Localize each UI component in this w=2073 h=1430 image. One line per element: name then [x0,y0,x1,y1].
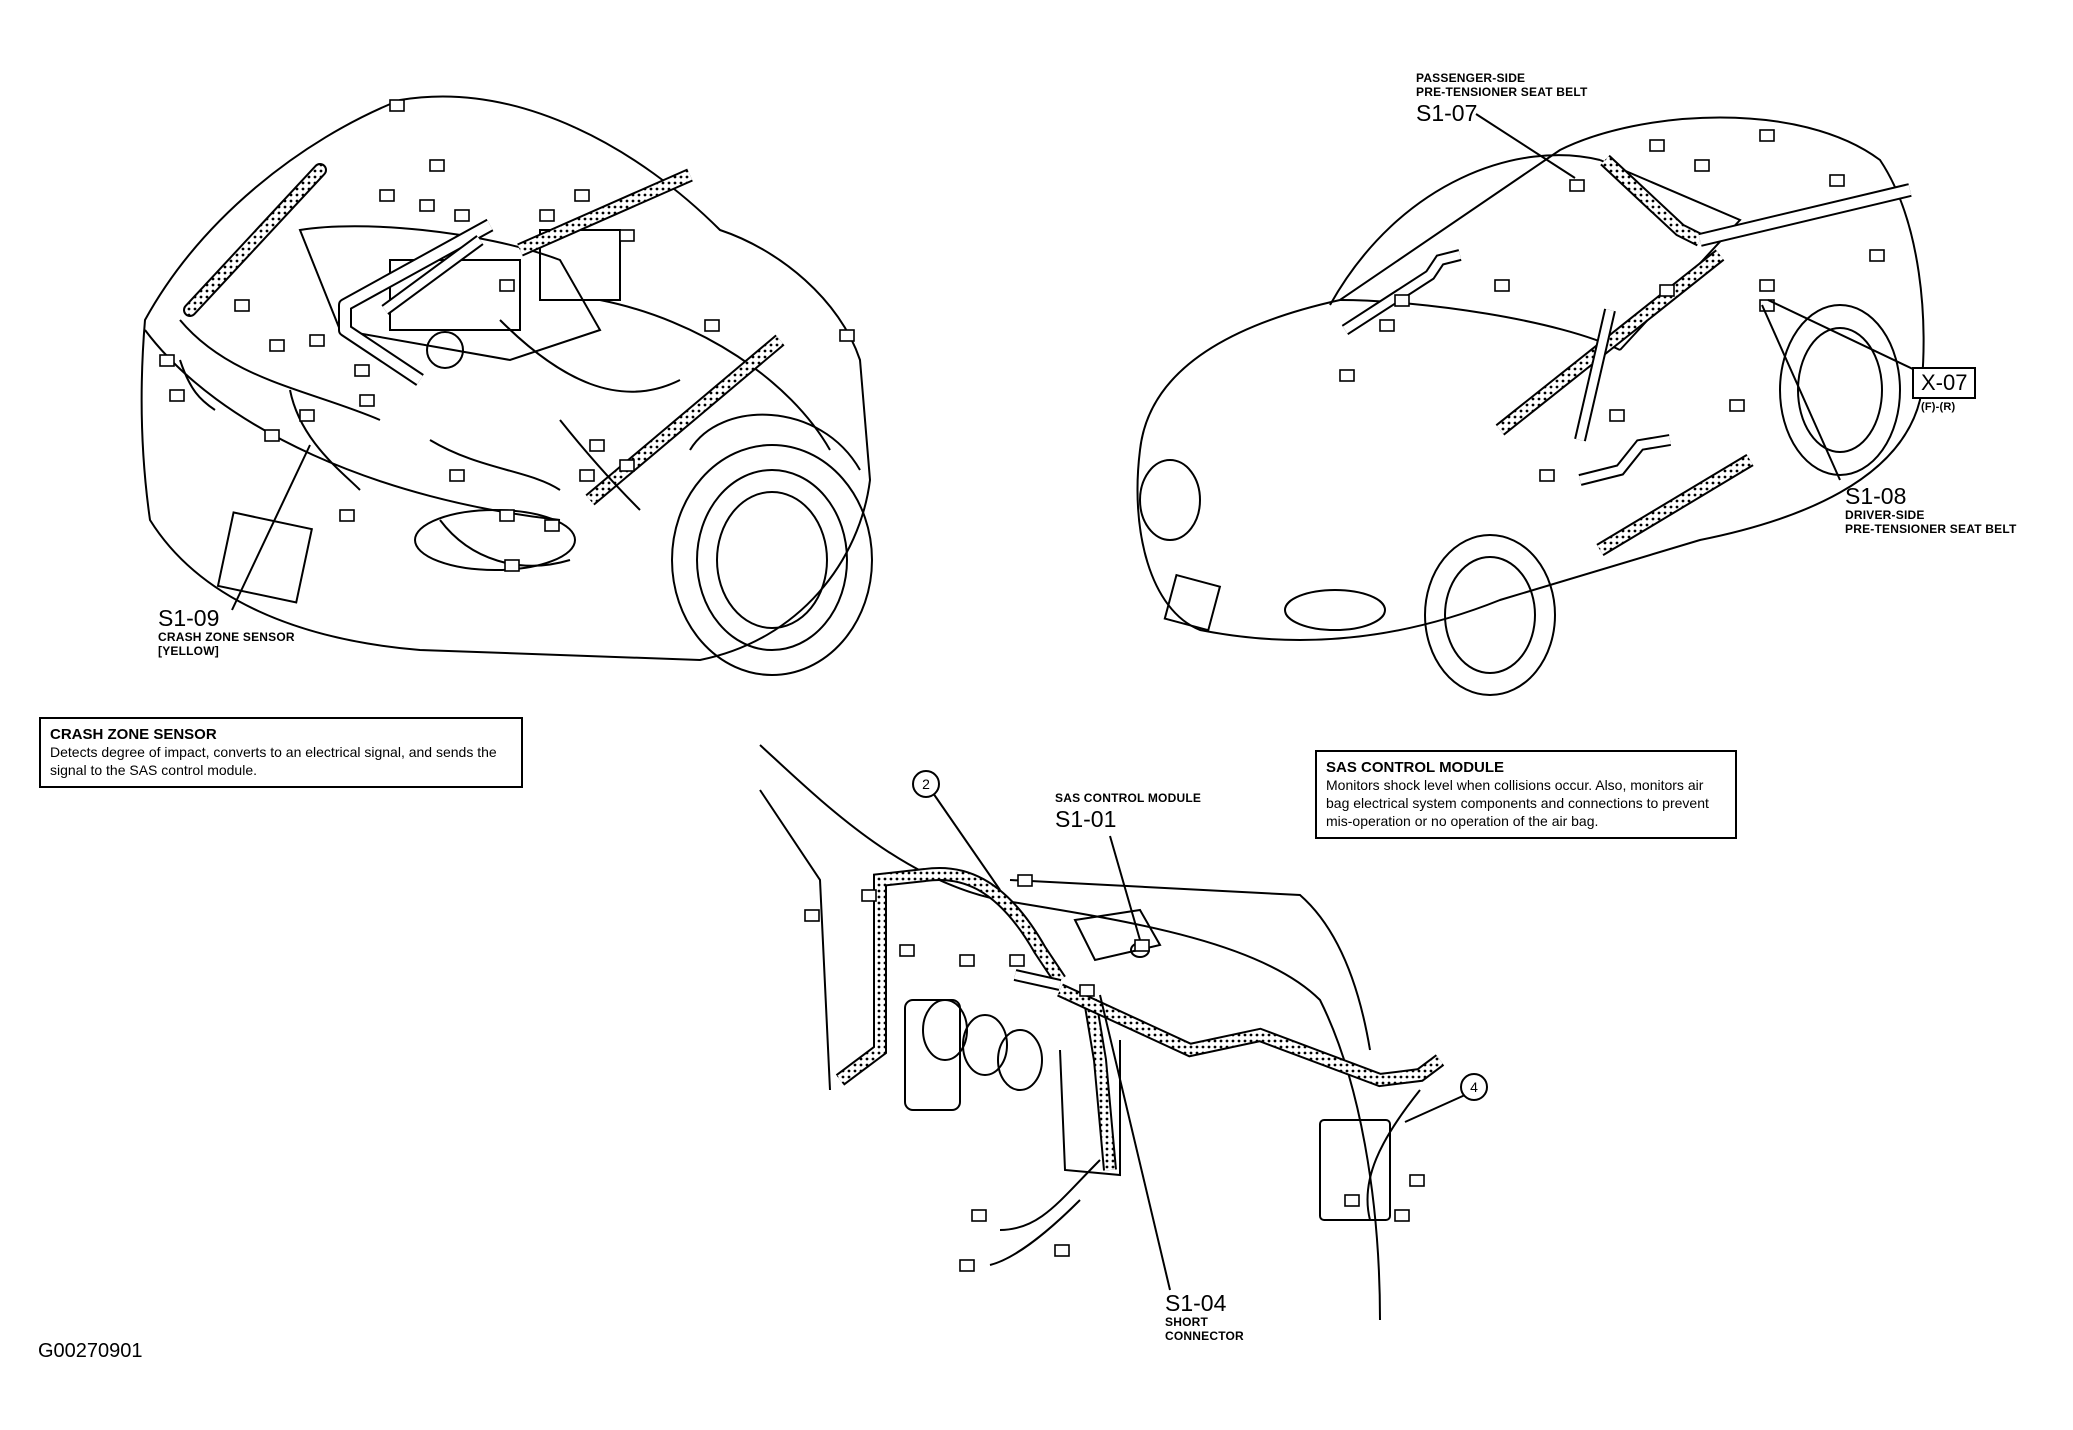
s1-07-leader-line [1475,113,1576,179]
car-side-harnesses [1341,154,1912,557]
label-s1-07: PASSENGER-SIDE PRE-TENSIONER SEAT BELT S… [1416,71,1588,126]
s1-09-code: S1-09 [158,605,220,631]
dashboard-connectors [804,874,1425,1272]
s1-01-code: S1-01 [1055,805,1117,832]
label-x-07: X-07 [1912,367,1977,399]
crash-zone-box-body: Detects degree of impact, converts to an… [50,744,497,779]
s1-09-line1: CRASH ZONE SENSOR [158,630,295,645]
car-front-harnesses [179,163,785,511]
s1-09-leader-line [231,444,311,611]
label-s1-04: S1-04 SHORT CONNECTOR [1165,1290,1244,1344]
s1-08-line2: PRE-TENSIONER SEAT BELT [1845,522,2017,537]
car-side-connectors [1339,129,1885,482]
s1-07-code: S1-07 [1416,99,1478,126]
s1-08-line1: DRIVER-SIDE [1845,508,1925,523]
x-07-leader-line [1767,299,1916,371]
info-box-crash-zone-sensor: CRASH ZONE SENSOR Detects degree of impa… [39,717,523,788]
callout-4-leader-line [1404,1094,1466,1123]
s1-04-line2: CONNECTOR [1165,1329,1244,1344]
callout-2: 2 [912,770,940,798]
s1-04-leader-line [1099,994,1171,1291]
s1-01-leader-line [1109,835,1141,941]
s1-04-line1: SHORT [1165,1315,1208,1330]
s1-09-line2: [YELLOW] [158,644,219,659]
x-07-subtext: (F)-(R) [1921,401,1956,413]
label-s1-09: S1-09 CRASH ZONE SENSOR [YELLOW] [158,605,295,659]
s1-07-line1: PASSENGER-SIDE [1416,71,1526,85]
car-front-engine-bay-drawing [140,95,873,676]
callout-4: 4 [1460,1073,1488,1101]
s1-01-line1: SAS CONTROL MODULE [1055,791,1202,805]
car-front-connectors [159,99,855,572]
sas-module-box-body: Monitors shock level when collisions occ… [1326,777,1709,829]
car-side-cabin-drawing [1136,116,1925,696]
figure-id: G00270901 [38,1340,143,1362]
label-s1-01: SAS CONTROL MODULE S1-01 [1055,791,1202,832]
s1-08-code: S1-08 [1845,483,1907,509]
s1-07-line2: PRE-TENSIONER SEAT BELT [1416,84,1588,99]
s1-08-leader-line [1761,304,1841,481]
label-s1-08: S1-08 DRIVER-SIDE PRE-TENSIONER SEAT BEL… [1845,483,2017,537]
s1-04-code: S1-04 [1165,1290,1227,1316]
crash-zone-box-title: CRASH ZONE SENSOR [50,726,217,743]
info-box-sas-control-module: SAS CONTROL MODULE Monitors shock level … [1315,750,1737,839]
callout-2-leader-line [932,792,1001,891]
dashboard-harnesses [835,866,1445,1266]
sas-module-box-title: SAS CONTROL MODULE [1326,759,1505,776]
